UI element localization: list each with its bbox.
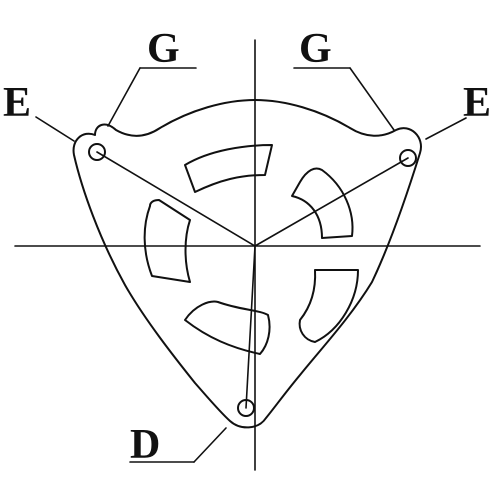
cutout-bottom: [184, 300, 271, 355]
leader-right-e: [425, 117, 467, 140]
bracket-outline: [72, 99, 422, 429]
cutout-left: [143, 199, 191, 283]
spoke-bottom: [245, 245, 256, 409]
label-g-top-right: G: [299, 26, 332, 72]
cutout-right-lower: [298, 269, 359, 343]
mount-hole-left: [88, 143, 106, 161]
leader-bottom-d: [193, 427, 227, 463]
label-e-left: E: [3, 80, 32, 126]
leader-left-e: [35, 116, 75, 142]
spoke-left: [96, 151, 256, 247]
mount-hole-right: [399, 149, 417, 167]
cutout-right-upper: [291, 167, 354, 239]
label-g-top-left: G: [147, 26, 180, 72]
leader-top-left-g: [107, 67, 141, 127]
spoke-right: [254, 157, 409, 247]
leader-top-right-g: [349, 67, 395, 131]
cutout-top: [184, 144, 273, 193]
label-e-right: E: [463, 80, 492, 126]
label-d-bottom: D: [130, 422, 161, 468]
